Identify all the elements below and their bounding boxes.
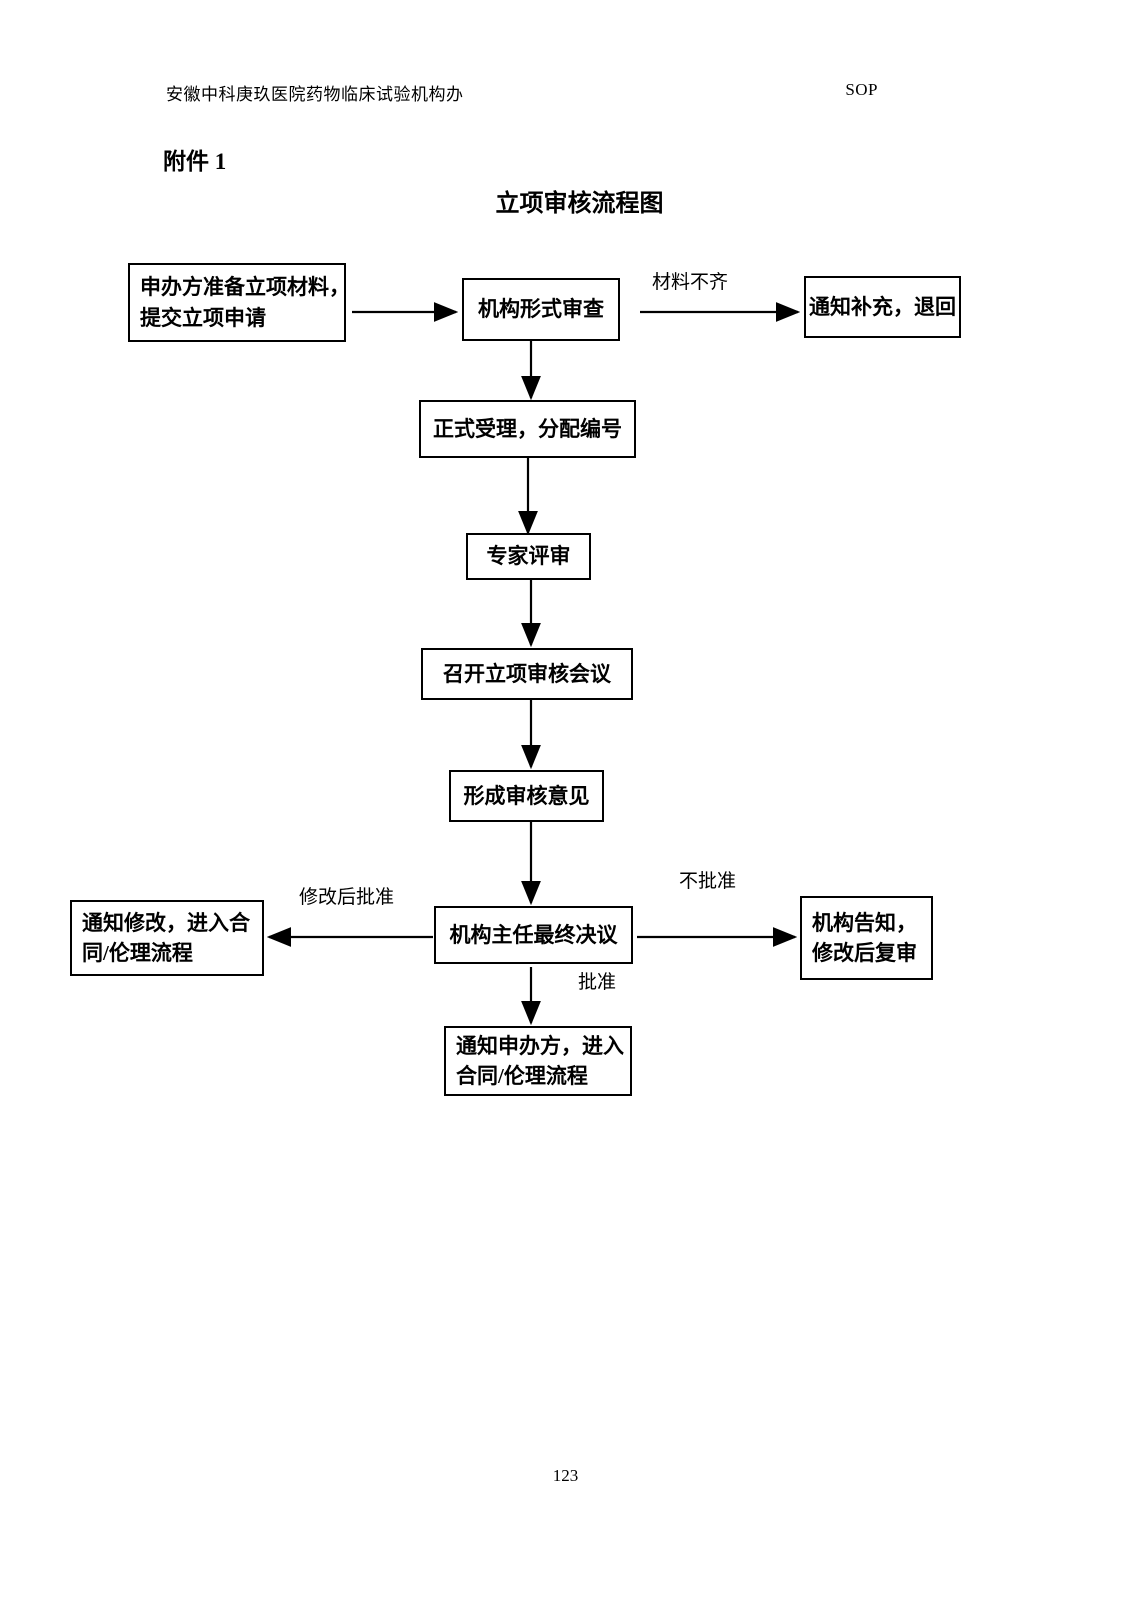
- node-line-2: 提交立项申请: [140, 305, 266, 330]
- node-formal-review: 机构形式审查: [462, 278, 620, 341]
- node-line-2: 修改后复审: [812, 941, 917, 965]
- page-header: 安徽中科庚玖医院药物临床试验机构办 SOP: [166, 80, 966, 105]
- node-line-1: 正式受理，分配编号: [433, 416, 622, 441]
- edge-label-incomplete-materials: 材料不齐: [652, 272, 729, 293]
- node-line-1: 机构形式审查: [478, 297, 604, 322]
- edge-label-approve-after-revision: 修改后批准: [299, 887, 395, 908]
- node-institution-notify-re-review: 机构告知， 修改后复审: [800, 896, 933, 980]
- node-formal-acceptance-numbering: 正式受理，分配编号: [419, 400, 636, 458]
- node-notify-revise-contract-ethics: 通知修改，进入合 同/伦理流程: [70, 900, 264, 976]
- node-line-1: 通知申办方，进入: [456, 1033, 624, 1058]
- node-line-2: 同/伦理流程: [82, 941, 193, 965]
- node-line-1: 召开立项审核会议: [443, 661, 611, 686]
- node-line-2: 合同/伦理流程: [456, 1064, 588, 1088]
- node-form-review-opinion: 形成审核意见: [449, 770, 604, 822]
- node-notify-sponsor-contract-ethics: 通知申办方，进入 合同/伦理流程: [444, 1026, 632, 1096]
- node-line-1: 通知补充，退回: [809, 294, 956, 319]
- node-director-final-decision: 机构主任最终决议: [434, 906, 633, 964]
- node-line-1: 申办方准备立项材料，: [140, 275, 350, 300]
- header-right-text: SOP: [845, 80, 878, 99]
- edge-label-approved: 批准: [578, 972, 617, 993]
- node-line-1: 通知修改，进入合: [82, 910, 250, 935]
- header-left-text: 安徽中科庚玖医院药物临床试验机构办: [166, 85, 464, 104]
- node-line-1: 专家评审: [486, 544, 571, 569]
- node-hold-review-meeting: 召开立项审核会议: [421, 648, 633, 700]
- node-prepare-submit: 申办方准备立项材料， 提交立项申请: [128, 263, 350, 342]
- page-number: 123: [552, 1466, 579, 1485]
- node-line-1: 形成审核意见: [463, 783, 590, 808]
- node-notify-supplement-return: 通知补充，退回: [804, 276, 961, 338]
- page-title: 立项审核流程图: [495, 191, 664, 217]
- node-expert-review: 专家评审: [466, 533, 591, 580]
- edge-label-not-approved: 不批准: [679, 871, 737, 892]
- node-line-1: 机构告知，: [812, 910, 917, 935]
- attachment-label: 附件 1: [163, 149, 227, 174]
- node-line-1: 机构主任最终决议: [449, 922, 618, 947]
